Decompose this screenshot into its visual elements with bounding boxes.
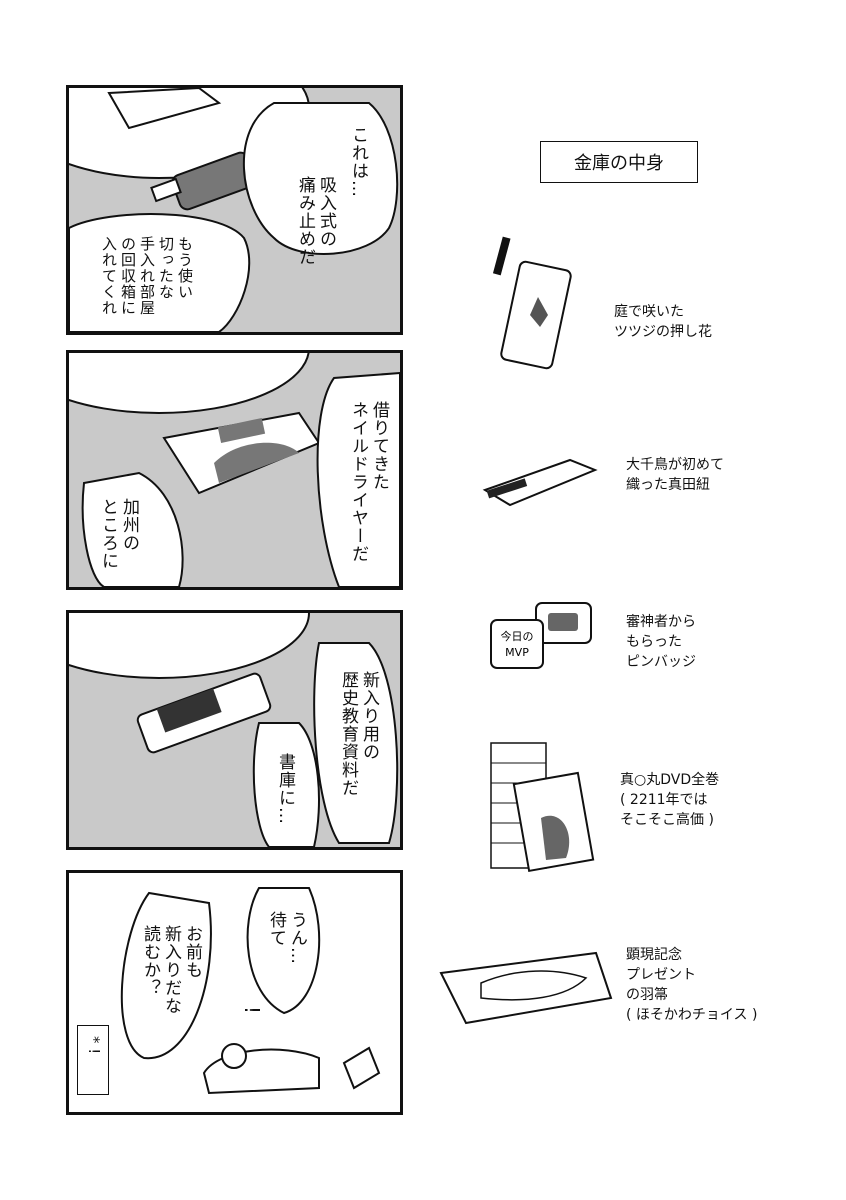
nail-dryer-icon (162, 411, 321, 495)
safe-title: 金庫の中身 (540, 141, 698, 183)
item-label-pin-badge: 審神者から もらった ピンバッジ (626, 614, 696, 670)
scroll-icon (136, 672, 272, 754)
pin-badge-icon: 今日の MVP (490, 602, 592, 669)
comic-panel-1: これは… 吸入式の 痛み止めだ もう使い 切ったな 手入れ部屋 の回収箱に 入れ… (66, 85, 403, 335)
item-label-dvd: 真○丸DVD全巻 ( 2211年では そこそこ高価 ) (620, 772, 720, 828)
speech-bubble-3: もう使い 切ったな 手入れ部屋 の回収箱に 入れてくれ (100, 236, 194, 316)
panel-3-art (69, 613, 399, 847)
svg-text:今日の: 今日の (501, 629, 534, 643)
speech-bubble-5: 加州の ところに (98, 498, 139, 570)
panel-1-art (69, 88, 399, 332)
sanada-cord-icon (482, 458, 598, 507)
item-label-pressed-flower: 庭で咲いた ツツジの押し花 (614, 304, 712, 340)
comic-panel-4: うん… 待て お前も 新入りだな 読むか？ ! (66, 870, 403, 1115)
note-box: * ! (77, 1025, 109, 1095)
comic-panel-3: 新入り用の 歴史教育資料だ 書庫に… (66, 610, 403, 850)
speech-bubble-9: お前も 新入りだな 読むか？ (140, 925, 202, 1015)
speech-bubble-8: うん… 待て (266, 911, 307, 965)
speech-bubble-2: 吸入式の 痛み止めだ (295, 176, 336, 266)
sleeping-character (202, 1043, 381, 1095)
speech-bubble-4: 借りてきた ネイルドライヤーだ (348, 401, 389, 563)
feather-duster-icon (439, 951, 613, 1025)
sfx-exclamation: ! (240, 1006, 264, 1016)
panel-2-art (69, 353, 400, 587)
item-label-sanada-cord: 大千鳥が初めて 織った真田紐 (626, 457, 724, 493)
speech-bubble-7: 書庫に… (275, 753, 295, 825)
comic-panel-2: 借りてきた ネイルドライヤーだ 加州の ところに (66, 350, 403, 590)
svg-text:MVP: MVP (505, 646, 529, 659)
dvd-stack-icon (490, 742, 595, 873)
speech-bubble-1: これは… (348, 126, 368, 198)
panel-4-art (120, 887, 381, 1095)
speech-bubble-6: 新入り用の 歴史教育資料だ (338, 671, 379, 797)
item-label-feather-duster: 顕現記念 プレゼント の羽箒 ( ほそかわチョイス ) (626, 947, 758, 1023)
bookmark-icon (492, 236, 572, 370)
note-text: * ! (85, 1036, 103, 1055)
